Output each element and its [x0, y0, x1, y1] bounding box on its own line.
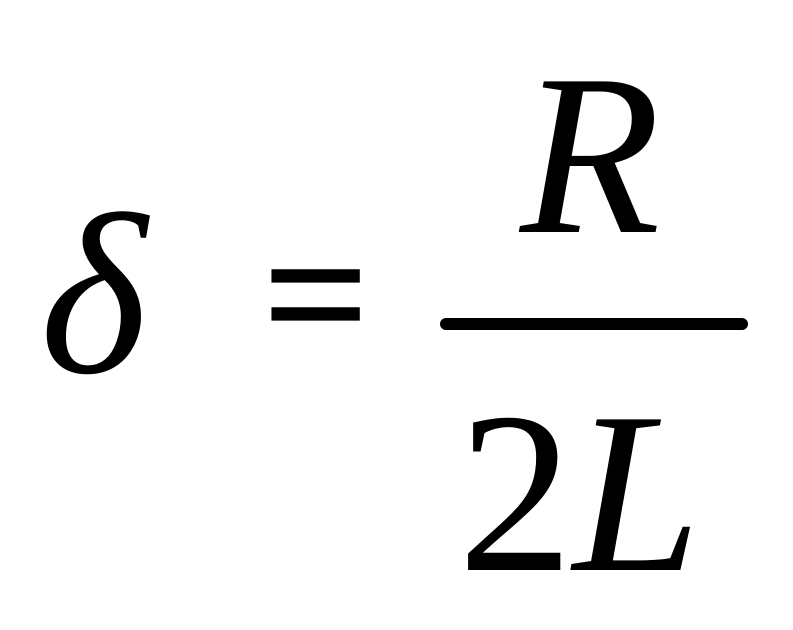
fraction-bar — [440, 318, 748, 330]
denominator-variable: L — [573, 365, 701, 620]
fraction-denominator: 2L — [458, 378, 701, 608]
fraction-numerator: R — [520, 27, 661, 282]
delta-symbol: δ — [40, 167, 147, 422]
equals-sign: = — [262, 190, 371, 400]
denominator-coefficient: 2 — [458, 365, 573, 620]
